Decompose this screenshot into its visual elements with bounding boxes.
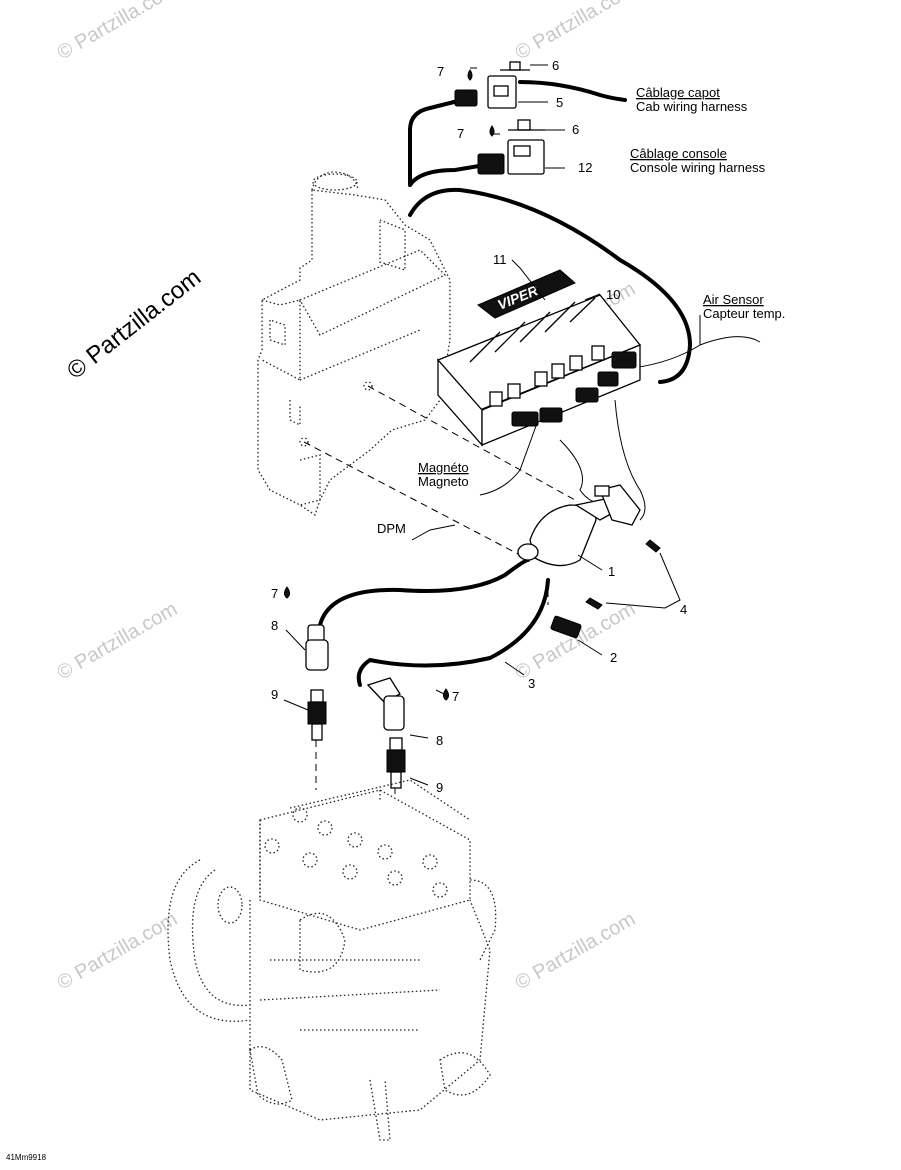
callout-4: 4: [680, 602, 687, 617]
partzilla-watermark: © Partzilla.com: [62, 264, 206, 385]
module-connectors: [511, 351, 637, 427]
callout-7: 7: [457, 126, 464, 141]
cab-harness-label-fr: Câblage capot: [636, 85, 720, 100]
callout-5: 5: [556, 95, 563, 110]
callout-8: 8: [271, 618, 278, 633]
cab-harness-label-en: Cab wiring harness: [636, 99, 748, 114]
callout-8: 8: [436, 733, 443, 748]
callout-10: 10: [606, 287, 620, 302]
drop-icon: [443, 688, 449, 701]
callout-7: 7: [437, 64, 444, 79]
figure-reference: 41Mm9918: [6, 1153, 47, 1162]
callout-6: 6: [572, 122, 579, 137]
callout-12: 12: [578, 160, 592, 175]
watermark-text: © Partzilla.com: [54, 908, 182, 994]
watermark-text: © Partzilla.com: [54, 0, 182, 64]
wire-connector: [550, 615, 582, 639]
callout-7: 7: [452, 689, 459, 704]
watermark-text: © Partzilla.com: [512, 598, 640, 684]
callout-7: 7: [271, 586, 278, 601]
spark-plug-right: [386, 737, 406, 789]
air-sensor-label-fr: Capteur temp.: [703, 306, 785, 321]
callout-3: 3: [528, 676, 535, 691]
callout-1: 1: [608, 564, 615, 579]
ignition-coil: [517, 484, 641, 567]
coil-screws: [585, 539, 661, 610]
watermark-text: © Partzilla.com: [512, 908, 640, 994]
callouts: 6 7 5 7 6 12 11 10 1 4 2 3 7 7 8 8 9 9: [271, 58, 687, 795]
oil-tank: [257, 171, 451, 517]
dpm-label: DPM: [377, 521, 406, 536]
plug-cap-left: [305, 624, 329, 671]
labels: Câblage capot Cab wiring harness Câblage…: [6, 85, 785, 1162]
console-harness-label-fr: Câblage console: [630, 146, 727, 161]
callout-9: 9: [271, 687, 278, 702]
watermark-text: © Partzilla.com: [54, 598, 182, 684]
console-harness-label-en: Console wiring harness: [630, 160, 766, 175]
spark-plug-left: [307, 689, 327, 741]
magneto-label-en: Magneto: [418, 474, 469, 489]
callout-11: 11: [493, 252, 507, 267]
callout-2: 2: [610, 650, 617, 665]
callout-9: 9: [436, 780, 443, 795]
magneto-label-fr: Magnéto: [418, 460, 469, 475]
cab-connector: [454, 61, 530, 109]
drop-icon: [284, 586, 290, 599]
callout-6: 6: [552, 58, 559, 73]
console-connector: [477, 119, 545, 175]
engine: [167, 779, 497, 1141]
air-sensor-label-en: Air Sensor: [703, 292, 764, 307]
watermark-text: © Partzilla.com: [512, 0, 640, 64]
plug-cap-right: [366, 677, 405, 731]
